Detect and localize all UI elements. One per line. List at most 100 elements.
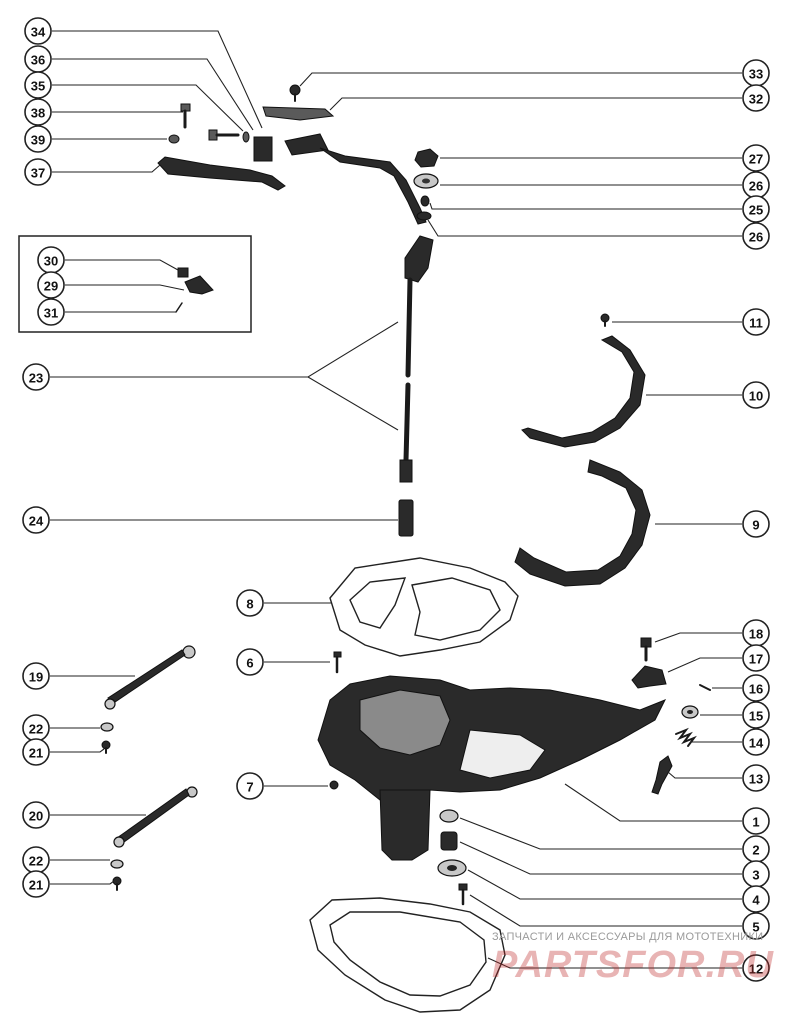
callout-number: 26 bbox=[749, 230, 763, 245]
part-3-bushing bbox=[440, 831, 458, 851]
callout-number: 12 bbox=[749, 962, 763, 977]
callout-number: 26 bbox=[749, 179, 763, 194]
callout-number: 27 bbox=[749, 152, 763, 167]
callout-number: 7 bbox=[246, 780, 253, 795]
part-34-block bbox=[253, 136, 273, 162]
part-5-screw bbox=[458, 883, 468, 906]
part-14-spring bbox=[675, 727, 697, 747]
callout-19: 19 bbox=[22, 662, 50, 690]
callout-31: 31 bbox=[37, 298, 65, 326]
part-33-screw bbox=[289, 84, 301, 102]
callout-circle bbox=[742, 84, 770, 112]
callout-number: 20 bbox=[29, 809, 43, 824]
part-18-screw bbox=[640, 637, 652, 662]
callout-number: 37 bbox=[31, 166, 45, 181]
callout-number: 22 bbox=[29, 854, 43, 869]
watermark-tagline: ЗАПЧАСТИ И АКСЕССУАРЫ ДЛЯ МОТОТЕХНИКИ bbox=[492, 931, 764, 943]
callout-number: 10 bbox=[749, 389, 763, 404]
part-1-housing bbox=[317, 675, 667, 861]
part-20-link bbox=[113, 786, 198, 848]
callout-circle bbox=[236, 648, 264, 676]
callout-36: 36 bbox=[24, 45, 52, 73]
part-26-lower bbox=[416, 211, 432, 221]
callout-circle bbox=[22, 363, 50, 391]
callout-22b: 22 bbox=[22, 846, 50, 874]
callout-circle bbox=[742, 308, 770, 336]
callout-number: 5 bbox=[752, 920, 759, 935]
callout-22a: 22 bbox=[22, 714, 50, 742]
callout-circle bbox=[22, 738, 50, 766]
callout-33: 33 bbox=[742, 59, 770, 87]
callout-26a: 26 bbox=[742, 171, 770, 199]
callout-circle bbox=[742, 195, 770, 223]
callout-37: 37 bbox=[24, 158, 52, 186]
callout-number: 19 bbox=[29, 670, 43, 685]
callout-number: 14 bbox=[749, 736, 764, 751]
part-23-shift-rod bbox=[399, 235, 434, 483]
callout-32: 32 bbox=[742, 84, 770, 112]
callout-number: 35 bbox=[31, 79, 45, 94]
callout-number: 24 bbox=[29, 514, 44, 529]
callout-number: 33 bbox=[749, 67, 763, 82]
callout-circle bbox=[742, 144, 770, 172]
part-29-30-detent bbox=[175, 267, 214, 313]
callout-circle bbox=[742, 954, 770, 982]
callout-circle bbox=[742, 644, 770, 672]
callout-10: 10 bbox=[742, 381, 770, 409]
part-shift-lever bbox=[284, 133, 427, 225]
callout-number: 9 bbox=[752, 518, 759, 533]
callout-circle bbox=[742, 701, 770, 729]
callout-number: 8 bbox=[246, 597, 253, 612]
callout-20: 20 bbox=[22, 801, 50, 829]
part-2-seal bbox=[439, 809, 459, 823]
callout-group: 3436353839373029312324861922217202221333… bbox=[22, 17, 770, 982]
part-24-coupler bbox=[398, 499, 414, 537]
callout-number: 22 bbox=[29, 722, 43, 737]
part-19-link bbox=[104, 645, 196, 710]
callout-number: 6 bbox=[246, 656, 253, 671]
callout-circle bbox=[742, 728, 770, 756]
part-21-screw-b bbox=[112, 876, 122, 891]
leader-lines bbox=[50, 30, 742, 969]
callout-26b: 26 bbox=[742, 222, 770, 250]
callout-30: 30 bbox=[37, 246, 65, 274]
callout-number: 17 bbox=[749, 652, 763, 667]
callout-circle bbox=[742, 764, 770, 792]
part-27-nut bbox=[414, 148, 439, 168]
callout-6: 6 bbox=[236, 648, 264, 676]
part-11-screw bbox=[600, 313, 610, 327]
callout-number: 36 bbox=[31, 53, 45, 68]
part-38-screw bbox=[180, 103, 191, 129]
callout-number: 11 bbox=[749, 316, 763, 331]
callout-circle bbox=[742, 885, 770, 913]
callout-number: 23 bbox=[29, 371, 43, 386]
callout-number: 13 bbox=[749, 772, 763, 787]
callout-18: 18 bbox=[742, 619, 770, 647]
callout-circle bbox=[742, 807, 770, 835]
callout-circle bbox=[37, 298, 65, 326]
callout-number: 31 bbox=[44, 306, 58, 321]
callout-number: 15 bbox=[749, 709, 763, 724]
callout-number: 32 bbox=[749, 92, 763, 107]
part-12-gasket bbox=[309, 897, 506, 1013]
part-22-clip-a bbox=[100, 722, 114, 732]
callout-number: 1 bbox=[752, 815, 759, 830]
callout-circle bbox=[24, 71, 52, 99]
callout-3: 3 bbox=[742, 860, 770, 888]
callout-5: 5 bbox=[742, 912, 770, 940]
callout-27: 27 bbox=[742, 144, 770, 172]
callout-number: 34 bbox=[31, 25, 46, 40]
callout-8: 8 bbox=[236, 589, 264, 617]
part-25-pin bbox=[420, 195, 430, 207]
callout-circle bbox=[24, 98, 52, 126]
callout-number: 4 bbox=[752, 893, 760, 908]
callout-circle bbox=[742, 510, 770, 538]
part-35-bolt bbox=[208, 129, 250, 143]
callout-34: 34 bbox=[24, 17, 52, 45]
callout-17: 17 bbox=[742, 644, 770, 672]
callout-circle bbox=[37, 271, 65, 299]
part-17-bracket bbox=[631, 665, 667, 689]
callout-number: 3 bbox=[752, 868, 759, 883]
part-37-link-arm bbox=[157, 156, 286, 191]
callout-24: 24 bbox=[22, 506, 50, 534]
